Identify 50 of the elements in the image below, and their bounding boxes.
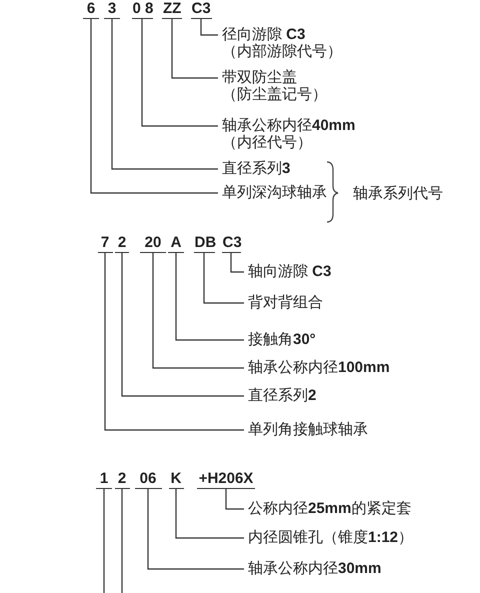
code-note: （内径代号） xyxy=(222,134,313,151)
leader-line xyxy=(175,489,244,539)
code-note: （内部游隙代号） xyxy=(222,43,342,60)
leader-line xyxy=(152,253,244,369)
explanation-text: 轴承公称内径100mm xyxy=(244,359,390,376)
group-label: 轴承系列代号 xyxy=(353,184,443,203)
leader-line xyxy=(200,19,218,36)
explanation-text: 接触角30° xyxy=(244,331,316,348)
designation-code: C3 xyxy=(222,235,240,253)
designation-code: 3 xyxy=(104,1,120,19)
leader-line xyxy=(103,489,105,593)
leader-line xyxy=(171,19,218,79)
designation-code: K xyxy=(168,471,184,489)
leader-line xyxy=(104,253,244,431)
leader-line xyxy=(225,489,244,510)
explanation-text: 径向游隙 C3 xyxy=(222,26,306,43)
leader-line xyxy=(111,19,218,170)
code-note: （防尘盖记号） xyxy=(222,86,327,103)
explanation-text: 单列角接触球轴承 xyxy=(244,421,368,438)
designation-code: 1 xyxy=(96,471,112,489)
explanation-text: 背对背组合 xyxy=(244,294,323,311)
designation-code: 2 xyxy=(115,235,129,253)
explanation-text: 轴向游隙 C3 xyxy=(244,263,332,280)
leader-line xyxy=(141,19,218,127)
designation-code: C3 xyxy=(190,1,212,19)
designation-code: 6 xyxy=(83,1,99,19)
explanation-text: 公称内径25mm的紧定套 xyxy=(244,500,412,517)
leader-line xyxy=(203,253,244,304)
explanation-text: 内径圆锥孔（锥度1:12） xyxy=(244,529,414,546)
explanation-text: 轴承公称内径30mm xyxy=(244,560,382,577)
designation-code: 0 8 xyxy=(132,1,152,19)
designation-code: 20 xyxy=(140,235,166,253)
explanation-text: 直径系列2 xyxy=(244,387,316,404)
designation-code: 2 xyxy=(114,471,130,489)
leader-line xyxy=(121,253,244,397)
designation-code: +H206X xyxy=(197,471,255,489)
explanation-text: 带双防尘盖 xyxy=(222,69,298,86)
designation-code: 06 xyxy=(134,471,162,489)
leader-line xyxy=(121,489,123,593)
designation-code: ZZ xyxy=(162,1,182,19)
designation-code: 7 xyxy=(98,235,112,253)
leader-line xyxy=(230,253,244,273)
leader-line xyxy=(175,253,244,341)
explanation-text: 直径系列3 xyxy=(218,160,290,177)
leader-line xyxy=(90,19,218,194)
designation-code: A xyxy=(168,235,184,253)
explanation-text: 单列深沟球轴承 xyxy=(218,184,327,201)
designation-code: DB xyxy=(194,235,214,253)
explanation-text: 轴承公称内径40mm xyxy=(222,117,356,134)
leader-line xyxy=(147,489,244,570)
